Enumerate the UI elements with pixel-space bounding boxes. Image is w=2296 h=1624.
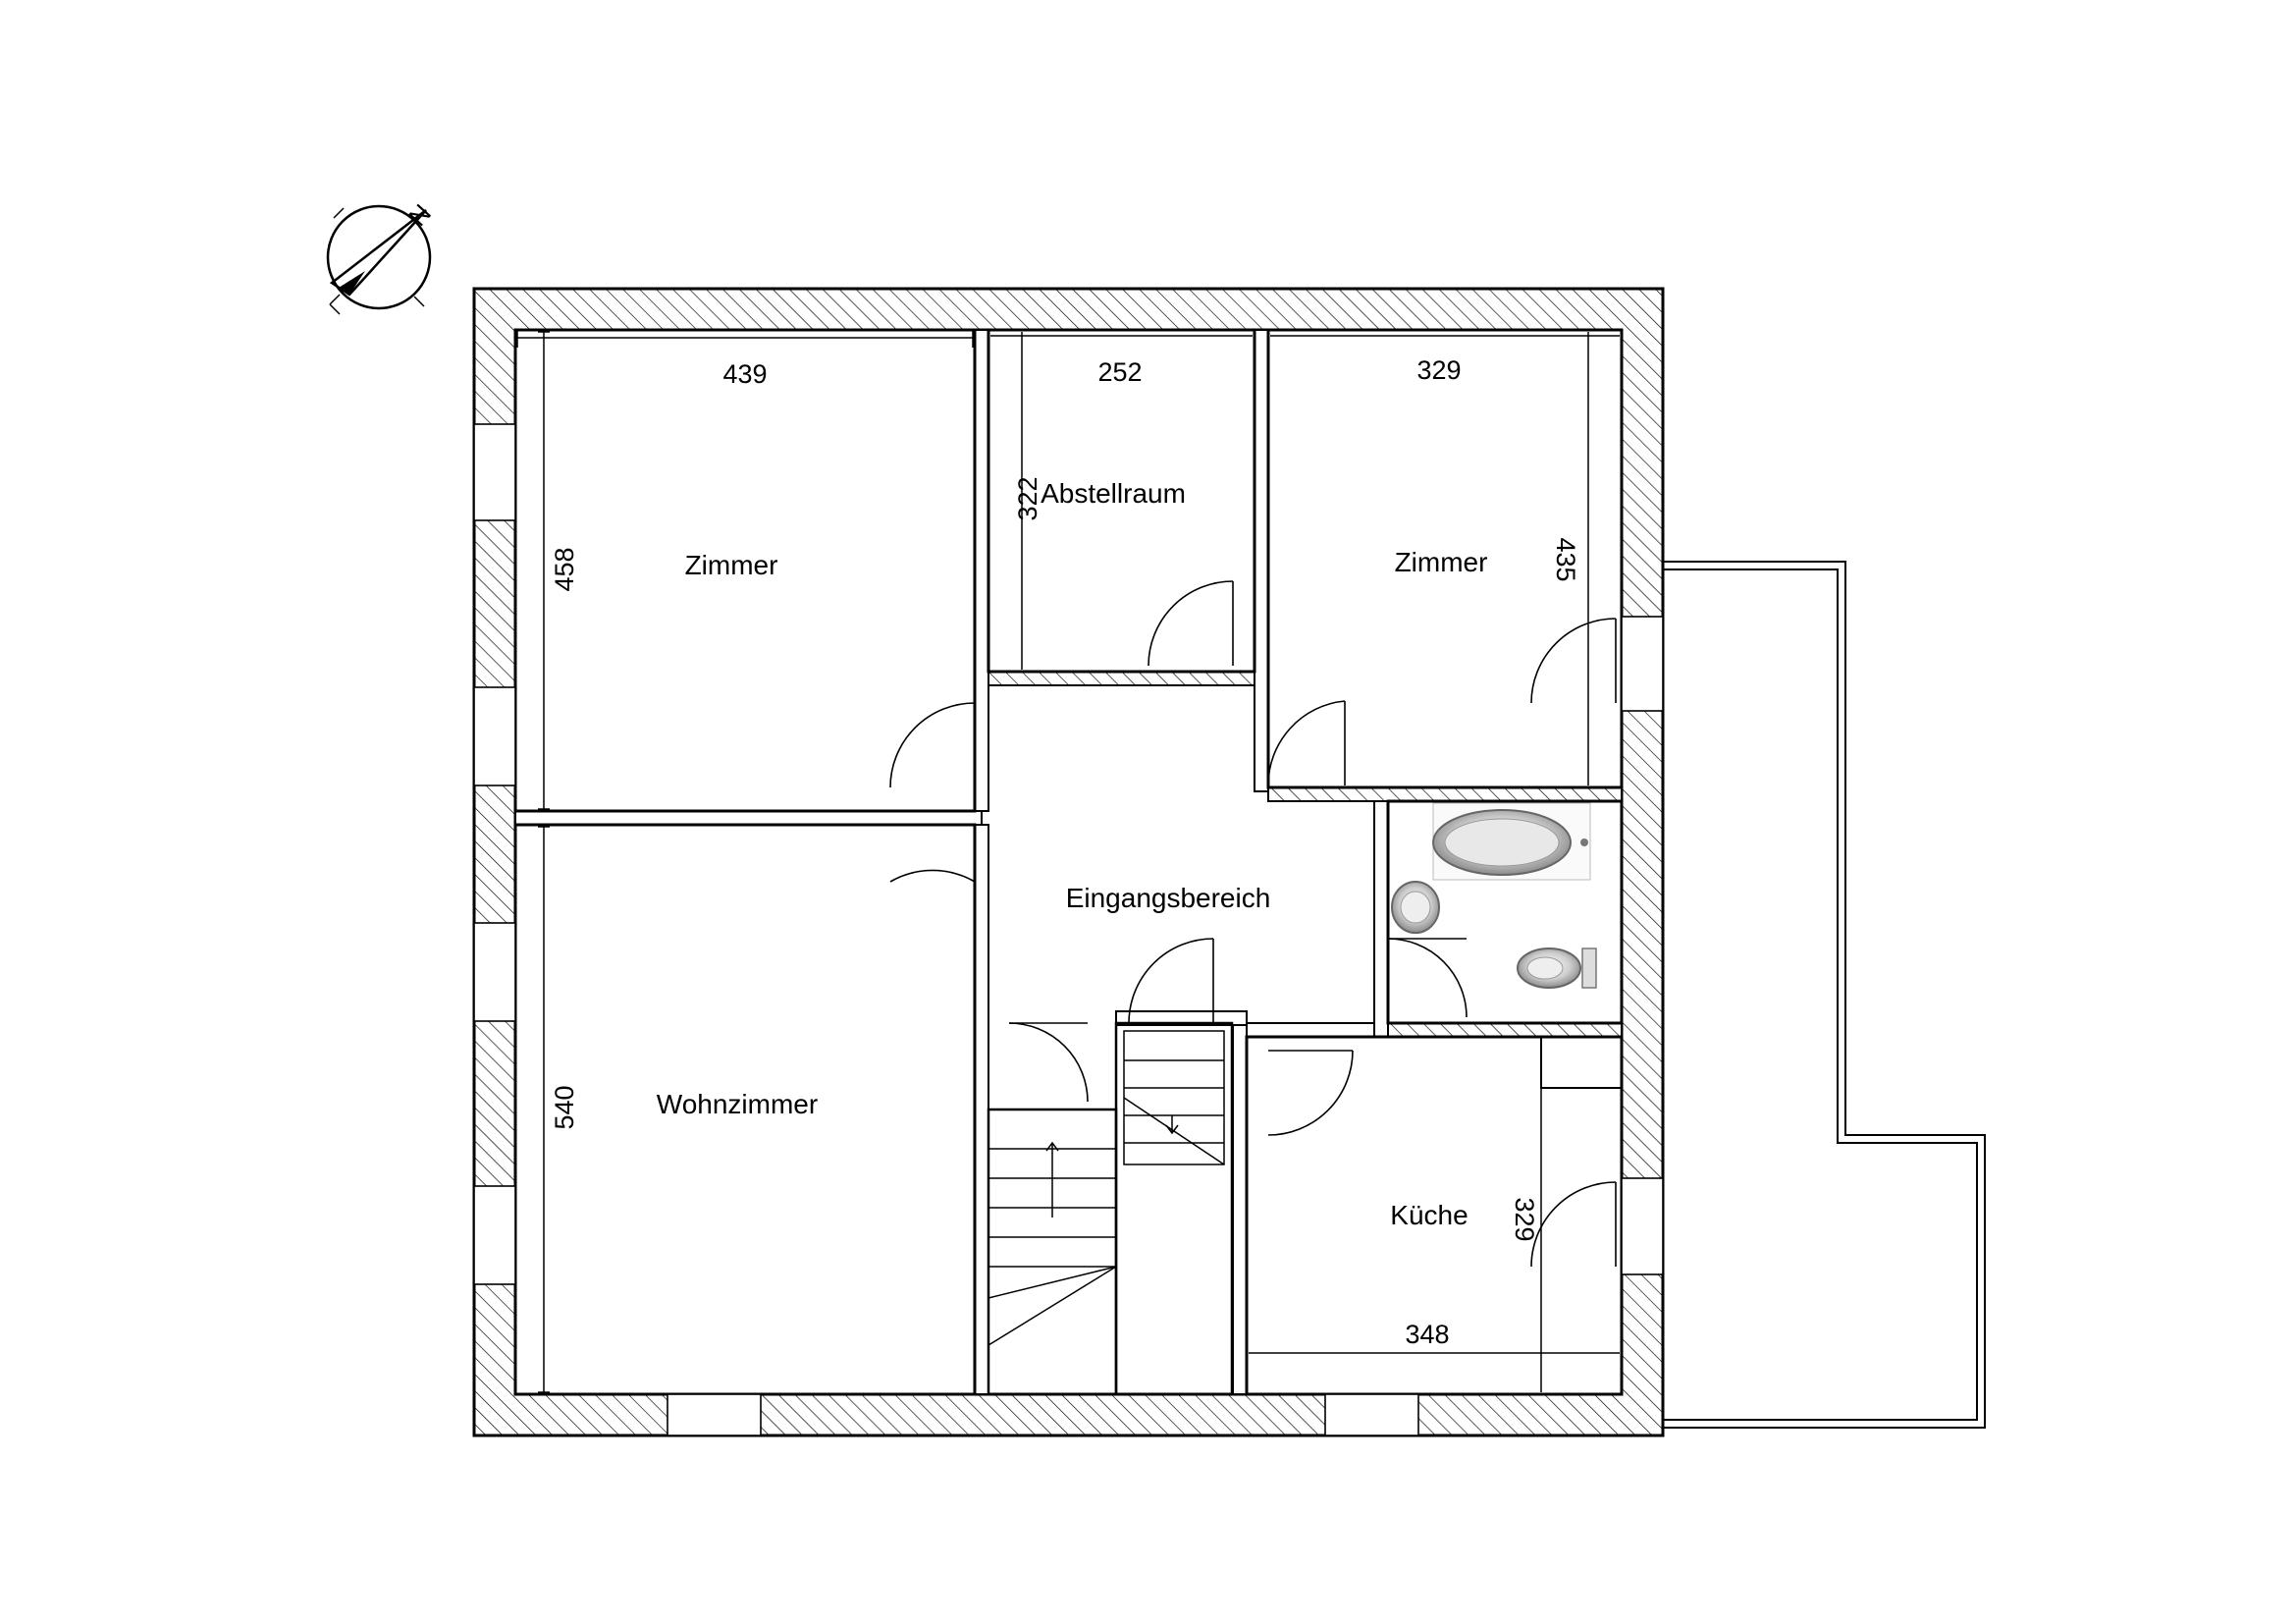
dimension-zimmer-left-width: 439 (722, 359, 767, 389)
dimension-abstellraum-width: 252 (1097, 357, 1142, 387)
staircase-right (1114, 1021, 1234, 1396)
room-label-kueche: Küche (1390, 1200, 1468, 1230)
bathroom-fixtures (1391, 802, 1597, 989)
doors (889, 580, 1617, 1268)
dimension-zimmer-right-depth: 435 (1551, 537, 1580, 581)
room-label-abstellraum: Abstellraum (1041, 478, 1186, 509)
dimension-kueche-depth: 329 (1510, 1197, 1539, 1241)
compass-north-label: N (402, 198, 437, 232)
windows (473, 423, 1664, 1436)
room-label-eingangsbereich: Eingangsbereich (1066, 883, 1271, 913)
compass-icon: N (326, 198, 437, 315)
dimension-zimmer-left-depth: 458 (550, 547, 579, 591)
staircase-left (987, 1108, 1118, 1396)
dimension-abstellraum-depth: 322 (1013, 476, 1042, 520)
dimension-lines (516, 330, 1620, 1393)
dimension-kueche-width: 348 (1405, 1320, 1449, 1349)
terrace-outline (1663, 561, 1986, 1429)
room-label-wohnzimmer: Wohnzimmer (657, 1089, 818, 1119)
room-label-zimmer-left: Zimmer (685, 550, 778, 580)
room-label-zimmer-right: Zimmer (1395, 547, 1488, 577)
dimension-zimmer-right-width: 329 (1416, 355, 1461, 385)
dimension-wohnzimmer-depth: 540 (550, 1085, 579, 1129)
